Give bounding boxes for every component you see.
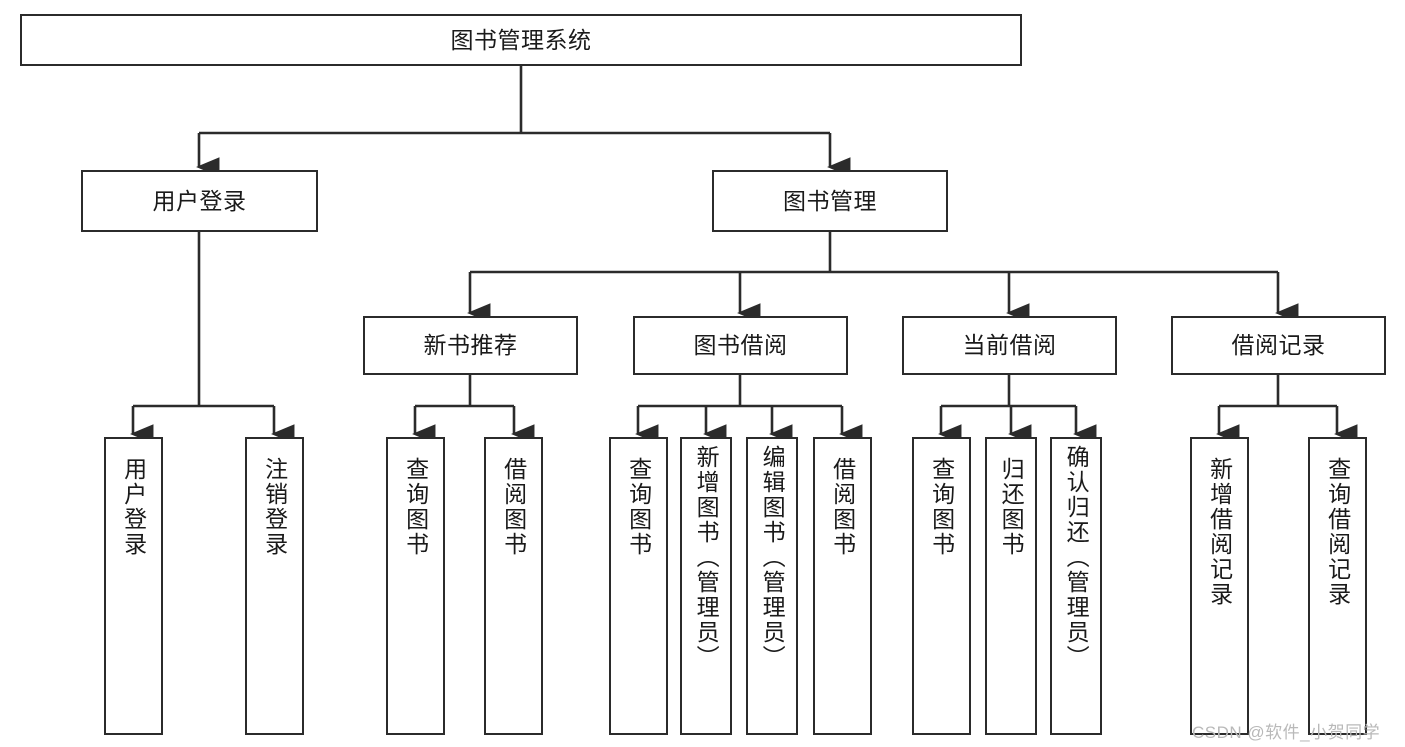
csdn-watermark: CSDN @软件_小贺同学 [1192,723,1381,742]
leaf-user-logout-label: 注销登录 [261,457,288,557]
leaf-user-login[interactable]: 用户登录 [104,437,163,735]
node-new-book-recommend-label: 新书推荐 [423,332,518,359]
leaf-query-book-3[interactable]: 查询图书 [912,437,971,735]
leaf-query-book-1[interactable]: 查询图书 [386,437,445,735]
leaf-return-book[interactable]: 归还图书 [985,437,1037,735]
leaf-add-book-label: 新增图书（管理员） [693,445,720,670]
node-borrow-records-label: 借阅记录 [1231,332,1326,359]
node-book-borrow[interactable]: 图书借阅 [633,316,848,375]
node-book-management-label: 图书管理 [783,187,877,214]
leaf-query-book-2-label: 查询图书 [625,457,652,557]
node-user-login[interactable]: 用户登录 [81,170,318,232]
leaf-query-book-2[interactable]: 查询图书 [609,437,668,735]
node-current-borrow-label: 当前借阅 [962,332,1057,359]
leaf-query-borrow-record-label: 查询借阅记录 [1324,457,1351,607]
node-root[interactable]: 图书管理系统 [20,14,1022,66]
leaf-edit-book-label: 编辑图书（管理员） [759,445,786,670]
leaf-query-borrow-record[interactable]: 查询借阅记录 [1308,437,1367,735]
leaf-borrow-book-1[interactable]: 借阅图书 [484,437,543,735]
node-book-management[interactable]: 图书管理 [712,170,948,232]
leaf-return-book-label: 归还图书 [998,457,1025,557]
node-user-login-label: 用户登录 [152,187,247,214]
node-current-borrow[interactable]: 当前借阅 [902,316,1117,375]
leaf-borrow-book-2[interactable]: 借阅图书 [813,437,872,735]
node-borrow-records[interactable]: 借阅记录 [1171,316,1386,375]
leaf-user-logout[interactable]: 注销登录 [245,437,304,735]
leaf-confirm-return-label: 确认归还（管理员） [1063,445,1090,670]
leaf-query-book-3-label: 查询图书 [928,457,955,557]
leaf-borrow-book-1-label: 借阅图书 [500,457,527,557]
node-new-book-recommend[interactable]: 新书推荐 [363,316,578,375]
leaf-query-book-1-label: 查询图书 [402,457,429,557]
node-book-borrow-label: 图书借阅 [693,332,788,359]
leaf-add-book[interactable]: 新增图书（管理员） [680,437,732,735]
leaf-edit-book[interactable]: 编辑图书（管理员） [746,437,798,735]
leaf-borrow-book-2-label: 借阅图书 [829,457,856,557]
leaf-user-login-label: 用户登录 [120,457,147,557]
leaf-add-borrow-record[interactable]: 新增借阅记录 [1190,437,1249,735]
leaf-confirm-return[interactable]: 确认归还（管理员） [1050,437,1102,735]
node-root-label: 图书管理系统 [450,26,592,53]
leaf-add-borrow-record-label: 新增借阅记录 [1206,457,1233,607]
